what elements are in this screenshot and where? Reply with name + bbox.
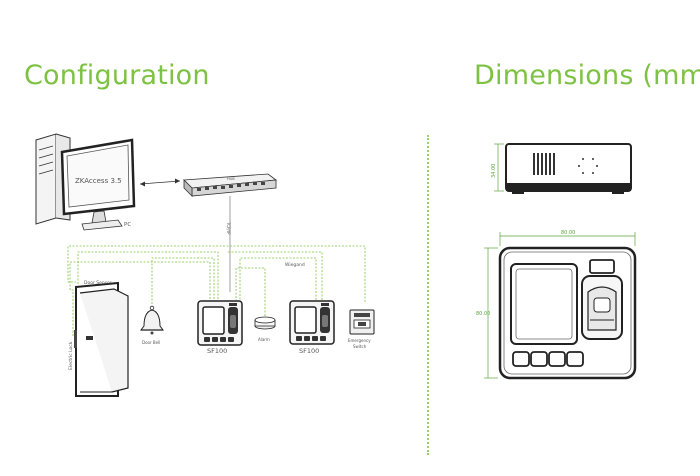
section-divider: [427, 135, 429, 455]
network-switch-icon: [183, 173, 278, 197]
wiring-lines: [67, 245, 366, 336]
sf100-device-2-icon: [289, 300, 335, 345]
emergency-label-line2: Switch: [353, 344, 367, 349]
sf100-device-1-icon: [197, 300, 243, 346]
width-dimension: [499, 232, 636, 246]
monitor-icon: [60, 138, 136, 231]
door-bell-icon: [140, 305, 164, 335]
emergency-switch-icon: [349, 309, 375, 335]
side-view-drawing: [505, 143, 632, 194]
configuration-title: Configuration: [24, 60, 210, 91]
height-dimension-text: 34.00: [491, 164, 497, 178]
dimensions-title: Dimensions (mm): [474, 60, 700, 91]
emergency-label-line1: Emergency: [348, 338, 371, 343]
front-view-drawing: [498, 246, 637, 380]
width-dimension-text: 80.00: [561, 230, 575, 236]
sf100-label-1: SF100: [207, 347, 227, 355]
pc-label: PC: [124, 222, 131, 228]
switch-label: HUB: [227, 177, 235, 181]
alarm-label: Alarm: [258, 337, 270, 342]
door-bell-label: Door Bell: [142, 340, 160, 345]
door-icon: [74, 281, 129, 397]
tcpip-label: TCP/IP: [226, 221, 231, 235]
wiegand-label: Wiegand: [285, 262, 305, 268]
sf100-label-2: SF100: [299, 347, 319, 355]
depth-dimension-text: 80.00: [476, 311, 490, 317]
electric-lock-label: Electric Lock: [68, 341, 74, 370]
alarm-icon: [254, 316, 276, 330]
door-sensor-label: Door Sensor: [84, 280, 112, 286]
pc-switch-link: [139, 178, 181, 187]
depth-dimension: [484, 247, 498, 379]
pc-screen-text: ZKAccess 3.5: [75, 177, 122, 185]
height-dimension: [494, 143, 504, 192]
